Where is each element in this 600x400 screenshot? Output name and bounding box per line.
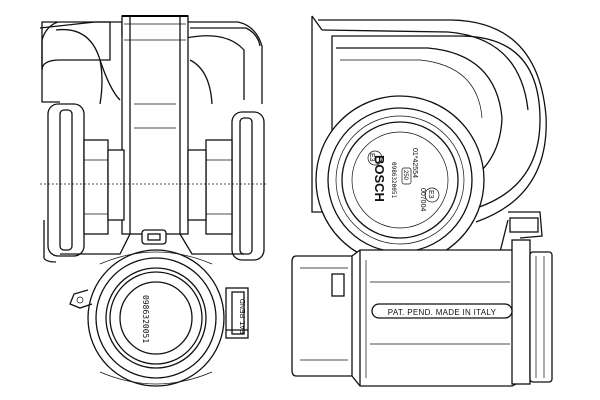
approval-mark-2: E3	[427, 190, 434, 199]
front-view-part-number: 0986320051	[141, 295, 150, 343]
serial-number-small: 250	[402, 170, 408, 181]
approval-mark-1: E3	[368, 153, 375, 162]
bottom-front-view: PAT. PEND. 0986320051	[69, 249, 249, 387]
approval-number-1: 01*42554	[411, 148, 418, 178]
brand-logo-text: BOSCH	[372, 155, 387, 202]
left-side-view	[39, 15, 266, 263]
rear-part-number: 0986320051	[390, 162, 397, 199]
approval-number-2: 007004	[419, 188, 426, 211]
front-view-pat-pend-label: PAT. PEND.	[240, 297, 247, 334]
made-in-italy-label: PAT. PEND. MADE IN ITALY	[388, 308, 497, 317]
right-side-view: BOSCH E3 01*42554 E3 007004 250 09863200…	[291, 15, 553, 387]
